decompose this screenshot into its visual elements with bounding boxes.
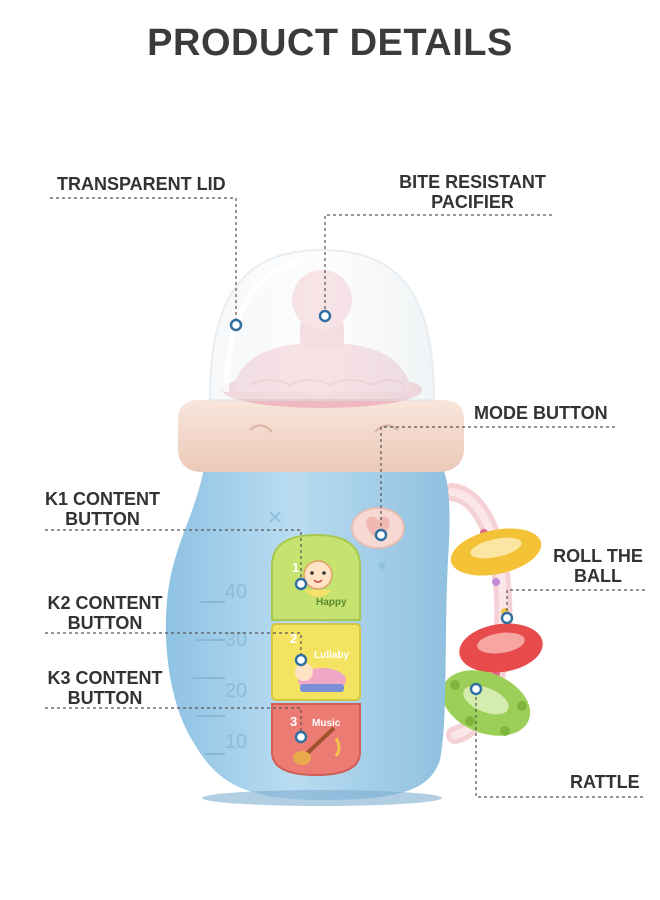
label-line: ROLL THE <box>553 546 643 566</box>
callout-dot-k2 <box>294 653 308 667</box>
label-line: PACIFIER <box>431 192 514 212</box>
label-line: BUTTON <box>65 509 140 529</box>
label-k2-content-button: K2 CONTENT BUTTON <box>30 593 180 633</box>
mode-button[interactable] <box>351 507 405 549</box>
label-transparent-lid: TRANSPARENT LID <box>57 174 226 194</box>
k3-content-button[interactable] <box>271 703 361 777</box>
callout-dot-k1 <box>294 577 308 591</box>
scale-mark-10: 10 <box>225 731 247 753</box>
callout-dot-roll-ball <box>500 611 514 625</box>
callout-dot-k3 <box>294 730 308 744</box>
label-k3-content-button: K3 CONTENT BUTTON <box>30 668 180 708</box>
button-caption-lullaby: Lullaby <box>314 650 349 661</box>
label-line: K1 CONTENT <box>44 489 160 509</box>
button-number-2: 2 <box>290 631 297 646</box>
callout-dot-mode-button <box>374 528 388 542</box>
label-k1-content-button: K1 CONTENT BUTTON <box>30 489 175 529</box>
page-title: PRODUCT DETAILS <box>147 22 513 64</box>
button-number-1: 1 <box>292 560 299 575</box>
label-roll-the-ball: ROLL THE BALL <box>548 546 648 586</box>
label-line: BUTTON <box>67 613 143 633</box>
label-line: BUTTON <box>67 688 143 708</box>
yellow-ring <box>450 528 542 576</box>
label-line: BALL <box>574 566 622 586</box>
transparent-lid <box>208 248 436 401</box>
k1-content-button[interactable] <box>271 533 361 621</box>
label-mode-button: MODE BUTTON <box>474 403 608 423</box>
label-bite-resistant-pacifier: BITE RESISTANT PACIFIER <box>380 172 565 212</box>
button-number-3: 3 <box>290 714 297 729</box>
callout-dot-pacifier <box>318 309 332 323</box>
callout-dot-transparent-lid <box>229 318 243 332</box>
callout-dot-rattle <box>469 682 483 696</box>
scale-marks <box>193 601 225 755</box>
button-caption-music: Music <box>312 718 341 729</box>
label-line: K3 CONTENT <box>47 668 163 688</box>
label-rattle: RATTLE <box>570 772 640 792</box>
red-ring <box>459 623 543 673</box>
green-ring <box>441 670 531 736</box>
k2-content-button[interactable] <box>271 623 361 701</box>
label-line: K2 CONTENT <box>47 593 163 613</box>
scale-mark-40: 40 <box>225 581 247 603</box>
bottle-collar <box>178 400 464 472</box>
scale-mark-30: 30 <box>225 629 247 651</box>
scale-mark-20: 20 <box>225 680 247 702</box>
button-caption-happy: Happy <box>316 597 347 608</box>
label-line: BITE RESISTANT <box>399 172 546 192</box>
callout-lines <box>45 197 645 798</box>
